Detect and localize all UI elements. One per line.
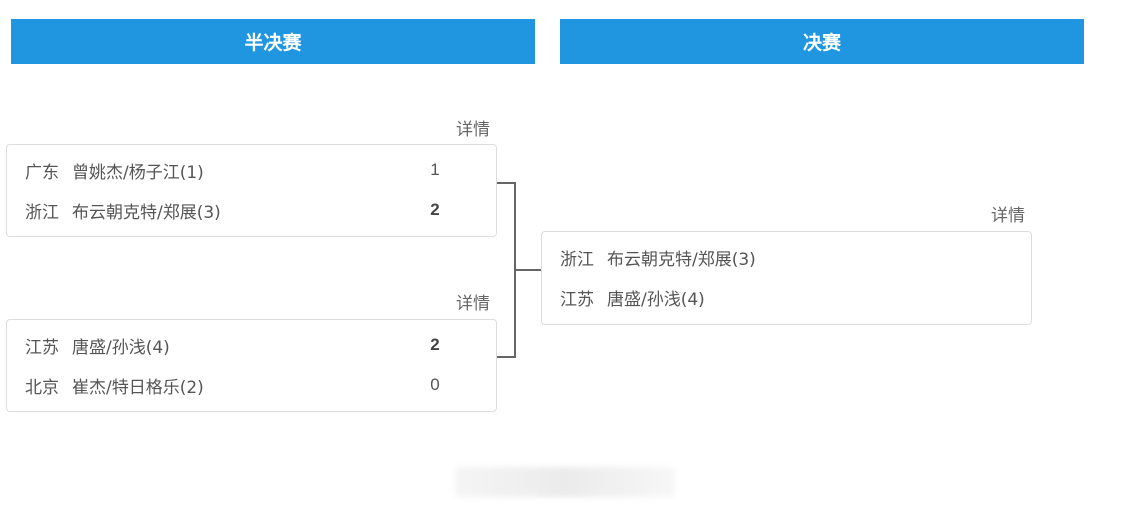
team-score: 2 <box>430 335 440 354</box>
team-province: 浙江 <box>25 202 59 223</box>
team-players: 崔杰/特日格乐(2) <box>72 377 204 398</box>
team-province: 江苏 <box>560 289 594 310</box>
bracket-connector-bottom <box>497 356 516 358</box>
bracket-connector-to-final <box>514 269 541 271</box>
bracket-connector-top <box>497 182 516 184</box>
match-team-row: 北京 崔杰/特日格乐(2) 0 <box>25 373 496 398</box>
match-team-row: 江苏 唐盛/孙浅(4) <box>560 285 1031 310</box>
team-province: 江苏 <box>25 337 59 358</box>
blurred-watermark <box>455 467 675 497</box>
stage-header-semifinal: 半决赛 <box>11 19 535 64</box>
semifinal-1-detail-link[interactable]: 详情 <box>456 120 490 140</box>
team-province: 北京 <box>25 377 59 398</box>
team-province: 广东 <box>25 162 59 183</box>
match-team-row: 浙江 布云朝克特/郑展(3) 2 <box>25 198 496 223</box>
team-players: 布云朝克特/郑展(3) <box>607 249 756 270</box>
team-province: 浙江 <box>560 249 594 270</box>
match-team-row: 浙江 布云朝克特/郑展(3) <box>560 245 1031 270</box>
match-team-row: 江苏 唐盛/孙浅(4) 2 <box>25 333 496 358</box>
final-match-card[interactable]: 浙江 布云朝克特/郑展(3) 江苏 唐盛/孙浅(4) <box>541 231 1032 325</box>
team-score: 0 <box>430 375 440 394</box>
team-players: 布云朝克特/郑展(3) <box>72 202 221 223</box>
stage-header-final: 决赛 <box>560 19 1084 64</box>
team-players: 唐盛/孙浅(4) <box>72 337 170 358</box>
team-score: 1 <box>430 160 440 179</box>
team-players: 唐盛/孙浅(4) <box>607 289 705 310</box>
semifinal-2-match-card[interactable]: 江苏 唐盛/孙浅(4) 2 北京 崔杰/特日格乐(2) 0 <box>6 319 497 412</box>
semifinal-2-detail-link[interactable]: 详情 <box>456 294 490 314</box>
final-detail-link[interactable]: 详情 <box>991 206 1025 226</box>
semifinal-1-match-card[interactable]: 广东 曾姚杰/杨子江(1) 1 浙江 布云朝克特/郑展(3) 2 <box>6 144 497 237</box>
team-score: 2 <box>430 200 440 219</box>
match-team-row: 广东 曾姚杰/杨子江(1) 1 <box>25 158 496 183</box>
team-players: 曾姚杰/杨子江(1) <box>72 162 204 183</box>
